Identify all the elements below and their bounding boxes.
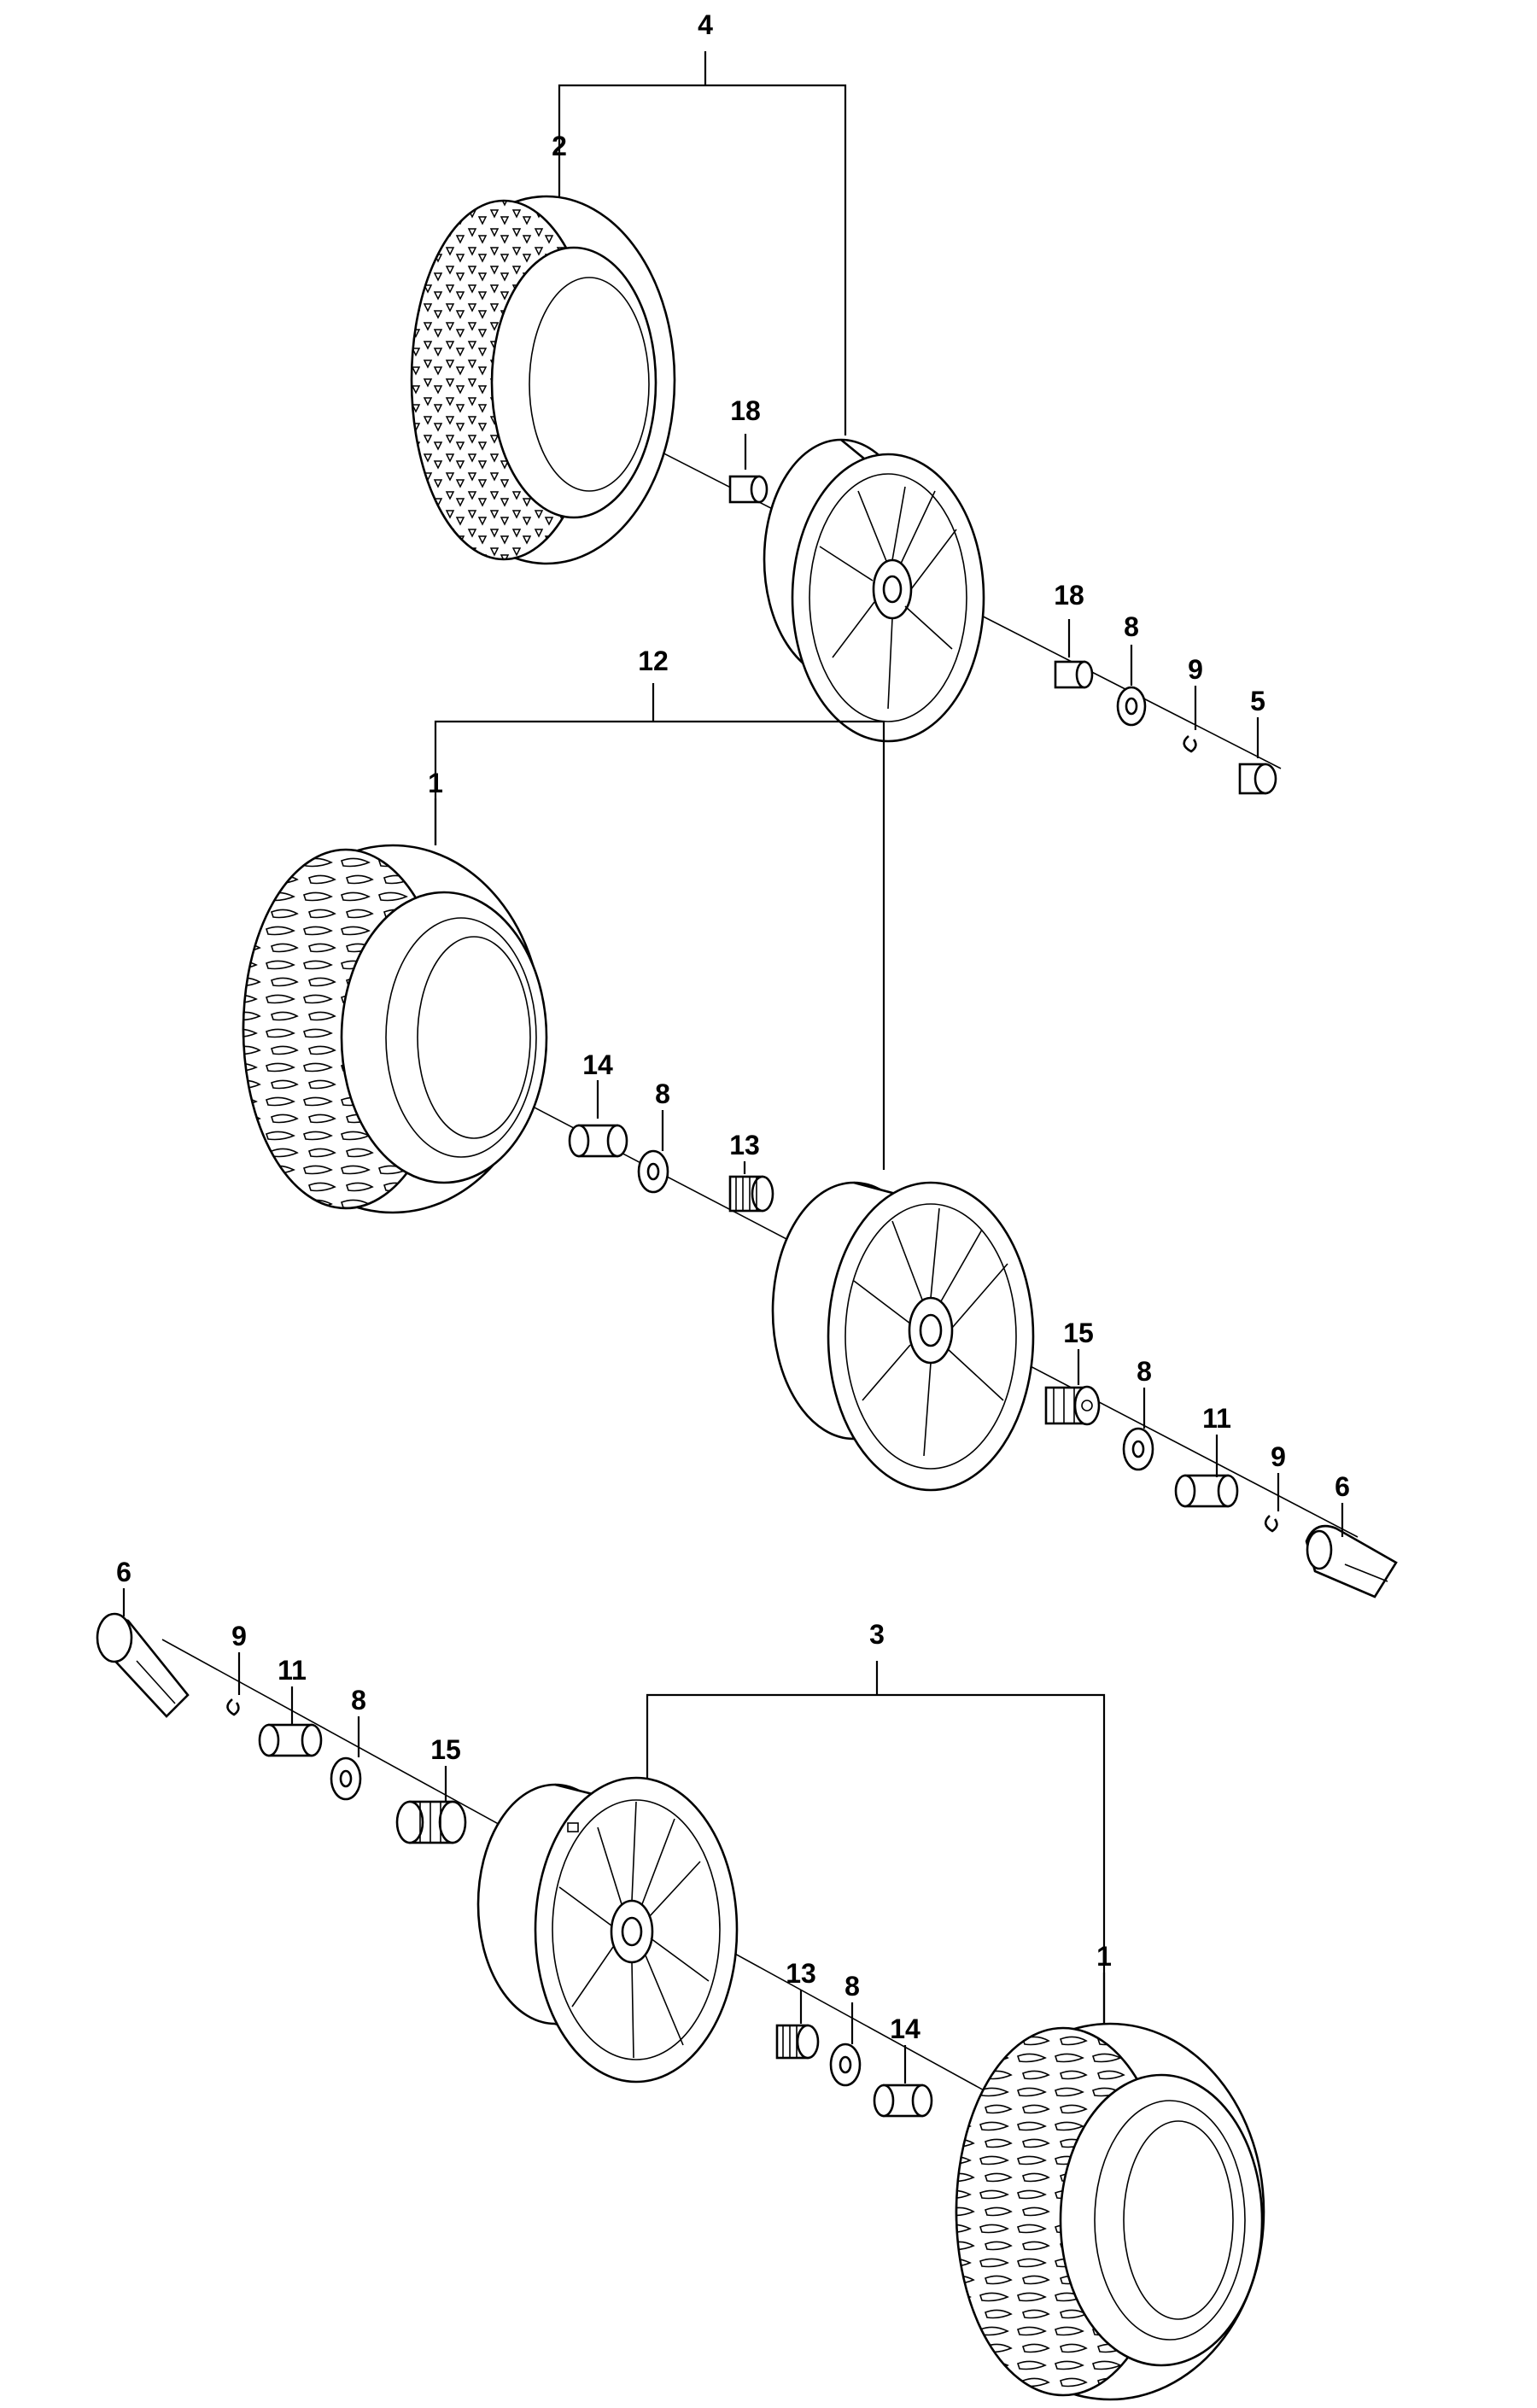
bracket-12 xyxy=(434,720,885,1170)
callout-9-b: 9 xyxy=(1271,1441,1286,1472)
rim-c xyxy=(476,1776,739,2084)
rim-a xyxy=(763,438,985,743)
bearing-13-c xyxy=(775,2024,820,2060)
callout-11-b: 11 xyxy=(1202,1403,1231,1434)
spacer-14-b xyxy=(568,1124,628,1158)
callout-18-inner: 18 xyxy=(730,395,761,426)
callout-6-b: 6 xyxy=(1335,1471,1350,1502)
washer-8-c2 xyxy=(829,2043,862,2087)
cap-6-c xyxy=(96,1612,190,1718)
callout-8-c1: 8 xyxy=(351,1685,366,1715)
assembly-front-right-wheel: 12 1 14 8 13 15 8 11 9 6 xyxy=(242,646,1398,1599)
rim-b xyxy=(771,1181,1035,1492)
callout-3: 3 xyxy=(869,1619,885,1650)
washer-8-a xyxy=(1116,686,1147,727)
cap-6-b xyxy=(1305,1524,1398,1599)
lug-tire-c xyxy=(955,2022,1265,2401)
hub-15-c xyxy=(395,1800,467,1844)
lug-tire-b xyxy=(242,844,548,1214)
bearing-13-b xyxy=(728,1175,774,1213)
callout-8-b1: 8 xyxy=(655,1078,670,1109)
callout-4: 4 xyxy=(698,9,713,40)
callout-5: 5 xyxy=(1250,686,1265,716)
bracket-4 xyxy=(558,84,847,435)
spacer-11-b xyxy=(1174,1474,1239,1508)
cap-5 xyxy=(1238,763,1277,795)
callout-13-b: 13 xyxy=(729,1130,760,1160)
clip-9-c xyxy=(226,1698,240,1716)
callout-8-b2: 8 xyxy=(1137,1356,1152,1387)
spacer-14-c xyxy=(873,2084,933,2118)
callout-1-b: 1 xyxy=(428,768,443,798)
callout-2: 2 xyxy=(552,131,567,161)
callout-13-c: 13 xyxy=(786,1958,816,1989)
hub-15-b xyxy=(1044,1385,1101,1426)
callout-12: 12 xyxy=(638,646,669,676)
turf-tire xyxy=(410,195,676,565)
callout-9-a: 9 xyxy=(1188,654,1203,685)
bushing-18-outer xyxy=(1054,660,1094,689)
callout-15-c: 15 xyxy=(430,1734,461,1765)
clip-9-a xyxy=(1183,735,1197,753)
callout-8-c2: 8 xyxy=(844,1971,860,2002)
clip-9-b xyxy=(1264,1515,1278,1533)
callout-6-c: 6 xyxy=(116,1557,131,1587)
washer-8-b1 xyxy=(637,1149,669,1194)
callout-9-c: 9 xyxy=(231,1621,247,1651)
callout-18-outer: 18 xyxy=(1054,580,1084,611)
assembly-front-left-wheel: 6 9 11 8 15 3 1 13 8 14 xyxy=(96,1557,1265,2401)
washer-8-b2 xyxy=(1122,1427,1154,1471)
bushing-18-inner xyxy=(728,475,768,504)
callout-11-c: 11 xyxy=(278,1655,307,1686)
callout-1-c: 1 xyxy=(1096,1941,1112,1972)
spacer-11-c xyxy=(258,1723,323,1757)
callout-14-b: 14 xyxy=(582,1049,613,1080)
callout-15-b: 15 xyxy=(1063,1318,1094,1348)
callout-8-a: 8 xyxy=(1124,611,1139,642)
assembly-rear-turf-wheel: 4 2 18 18 8 9 5 xyxy=(410,9,1282,795)
callout-14-c: 14 xyxy=(890,2013,920,2044)
washer-8-c1 xyxy=(330,1756,362,1801)
bracket-3 xyxy=(646,1693,1106,2028)
